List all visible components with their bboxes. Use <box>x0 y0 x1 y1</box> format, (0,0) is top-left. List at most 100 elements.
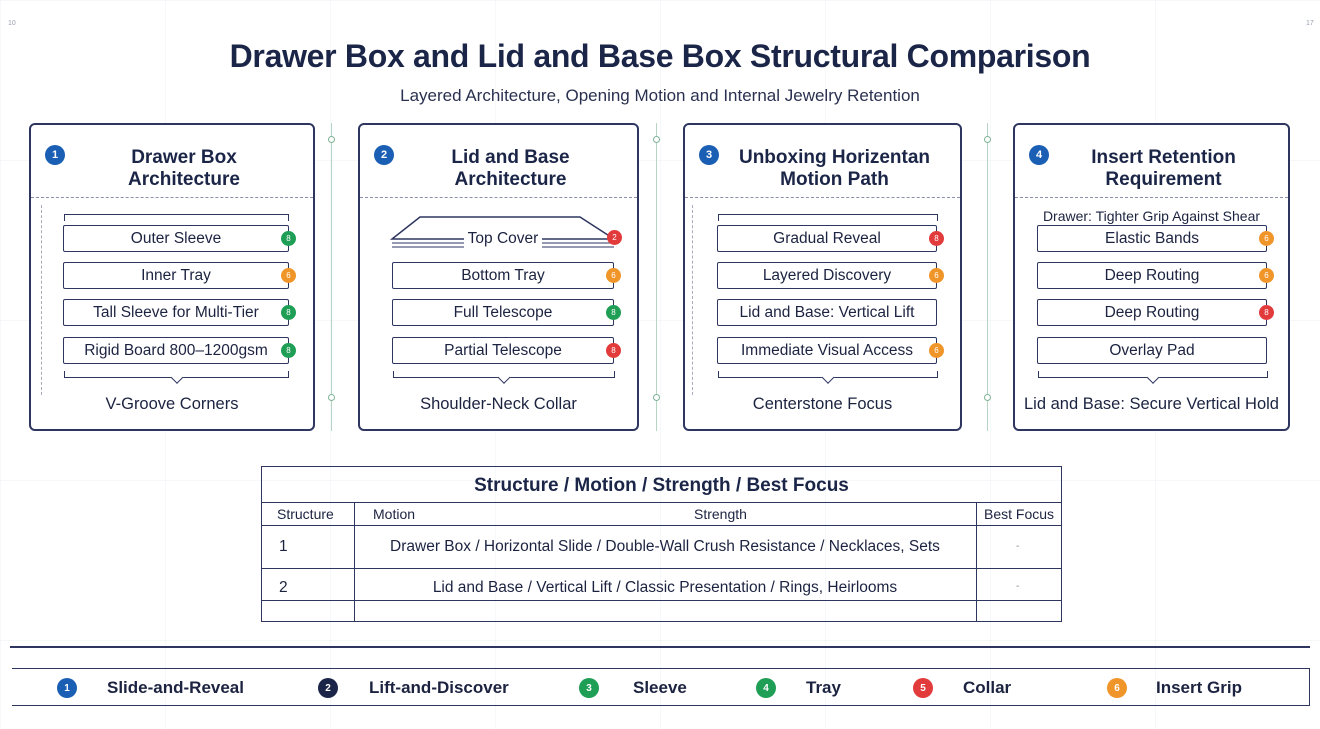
panel-title: Lid and Base Architecture <box>400 147 621 191</box>
legend-label: Tray <box>806 678 841 697</box>
ruler-mark: 10 <box>8 20 16 27</box>
layer-item: Deep Routing 8 <box>1037 299 1274 326</box>
status-dot: 8 <box>281 231 296 246</box>
layer-label: Top Cover <box>463 229 543 248</box>
connector-node <box>653 136 660 143</box>
layer-label: Tall Sleeve for Multi-Tier <box>93 303 259 321</box>
layer-label: Bottom Tray <box>461 266 545 284</box>
step-badge: 3 <box>699 145 719 165</box>
connector-node <box>984 394 991 401</box>
layer-label: Deep Routing <box>1104 303 1200 321</box>
layer-label: Overlay Pad <box>1109 341 1195 359</box>
table-rule <box>976 502 977 621</box>
panel-title: Unboxing Horizentan Motion Path <box>725 147 944 191</box>
guide-line <box>41 205 42 395</box>
status-dot: 2 <box>607 230 622 245</box>
panel-header: 1 Drawer Box Architecture <box>31 125 313 198</box>
status-dot: 8 <box>606 343 621 358</box>
panel-connector <box>656 123 657 431</box>
legend-badge: 3 <box>579 678 599 698</box>
status-dot: 8 <box>929 231 944 246</box>
bracket <box>393 371 615 378</box>
layer-item: Immediate Visual Access 6 <box>717 337 944 364</box>
page-title: Drawer Box and Lid and Base Box Structur… <box>229 38 1091 74</box>
table-cell-focus: - <box>1016 581 1020 592</box>
layer-label: Lid and Base: Vertical Lift <box>739 303 915 321</box>
panel-title-line: Architecture <box>128 169 240 190</box>
ruler-mark: 17 <box>1306 20 1314 27</box>
table-cell-structure: 2 <box>279 579 288 596</box>
legend-badge: 6 <box>1107 678 1127 698</box>
panel-header: 2 Lid and Base Architecture <box>360 125 637 198</box>
status-dot: 6 <box>929 268 944 283</box>
bracket <box>64 214 289 221</box>
layer-item: Inner Tray 6 <box>63 262 296 289</box>
table-header-structure: Structure <box>277 506 334 522</box>
panel-connector <box>331 123 332 431</box>
legend-bar <box>12 668 1310 706</box>
panel-title-line: Motion Path <box>780 169 889 190</box>
layer-item: Bottom Tray 6 <box>392 262 621 289</box>
panel-title-line: Unboxing Horizentan <box>738 147 931 168</box>
layer-label: Inner Tray <box>141 266 211 284</box>
connector-node <box>653 394 660 401</box>
table-rule <box>262 525 1061 526</box>
panel-footer: V-Groove Corners <box>105 395 239 413</box>
connector-node <box>328 136 335 143</box>
status-dot: 8 <box>281 343 296 358</box>
layer-label: Outer Sleeve <box>130 229 222 247</box>
panel-footer: Shoulder-Neck Collar <box>420 395 577 413</box>
table-cell-content: Drawer Box / Horizontal Slide / Double-W… <box>390 538 940 555</box>
panel-subheading: Drawer: Tighter Grip Against Shear <box>1042 208 1261 224</box>
legend-label: Slide-and-Reveal <box>107 678 244 697</box>
panel-header: 4 Insert Retention Requirement <box>1015 125 1288 198</box>
layer-item: Gradual Reveal 8 <box>717 225 944 252</box>
panel-title-line: Requirement <box>1105 169 1222 190</box>
status-dot: 8 <box>1259 305 1274 320</box>
layer-item: Partial Telescope 8 <box>392 337 621 364</box>
legend-badge: 4 <box>756 678 776 698</box>
table-header-strength: Strength <box>694 506 747 522</box>
panel-motion-path: 3 Unboxing Horizentan Motion Path Gradua… <box>683 123 962 431</box>
status-dot: 8 <box>606 305 621 320</box>
legend-separator <box>10 646 1310 648</box>
bracket <box>718 371 938 378</box>
table-rule <box>262 502 1061 503</box>
connector-node <box>328 394 335 401</box>
panel-title: Drawer Box Architecture <box>71 147 297 191</box>
table-header-best-focus: Best Focus <box>984 506 1055 522</box>
bracket <box>1038 371 1268 378</box>
panel-title: Insert Retention Requirement <box>1055 147 1272 191</box>
layer-label: Elastic Bands <box>1105 229 1199 247</box>
bracket <box>64 371 289 378</box>
legend-badge: 2 <box>318 678 338 698</box>
table-rule <box>262 600 1061 601</box>
panel-header: 3 Unboxing Horizentan Motion Path <box>685 125 960 198</box>
panel-title-line: Architecture <box>454 169 567 190</box>
layer-label: Full Telescope <box>453 303 553 321</box>
table-cell-structure: 1 <box>279 538 288 555</box>
layer-label: Deep Routing <box>1104 266 1200 284</box>
panel-footer: Lid and Base: Secure Vertical Hold <box>1024 395 1279 413</box>
status-dot: 6 <box>929 343 944 358</box>
panel-insert-retention: 4 Insert Retention Requirement Drawer: T… <box>1013 123 1290 431</box>
guide-line <box>692 205 693 395</box>
layer-item: Top Cover 2 <box>392 225 622 252</box>
layer-item: Overlay Pad <box>1037 337 1267 364</box>
layer-label: Immediate Visual Access <box>740 341 913 359</box>
status-dot: 6 <box>606 268 621 283</box>
panel-title-line: Insert Retention <box>1091 147 1236 168</box>
layer-label: Partial Telescope <box>444 341 562 359</box>
layer-label: Gradual Reveal <box>773 229 881 247</box>
layer-item: Full Telescope 8 <box>392 299 621 326</box>
legend-label: Collar <box>963 678 1012 697</box>
layer-item: Outer Sleeve 8 <box>63 225 296 252</box>
step-badge: 1 <box>45 145 65 165</box>
panel-lid-and-base: 2 Lid and Base Architecture Top Cover 2 B… <box>358 123 639 431</box>
step-badge: 2 <box>374 145 394 165</box>
legend-label: Lift-and-Discover <box>369 678 509 697</box>
status-dot: 6 <box>281 268 296 283</box>
